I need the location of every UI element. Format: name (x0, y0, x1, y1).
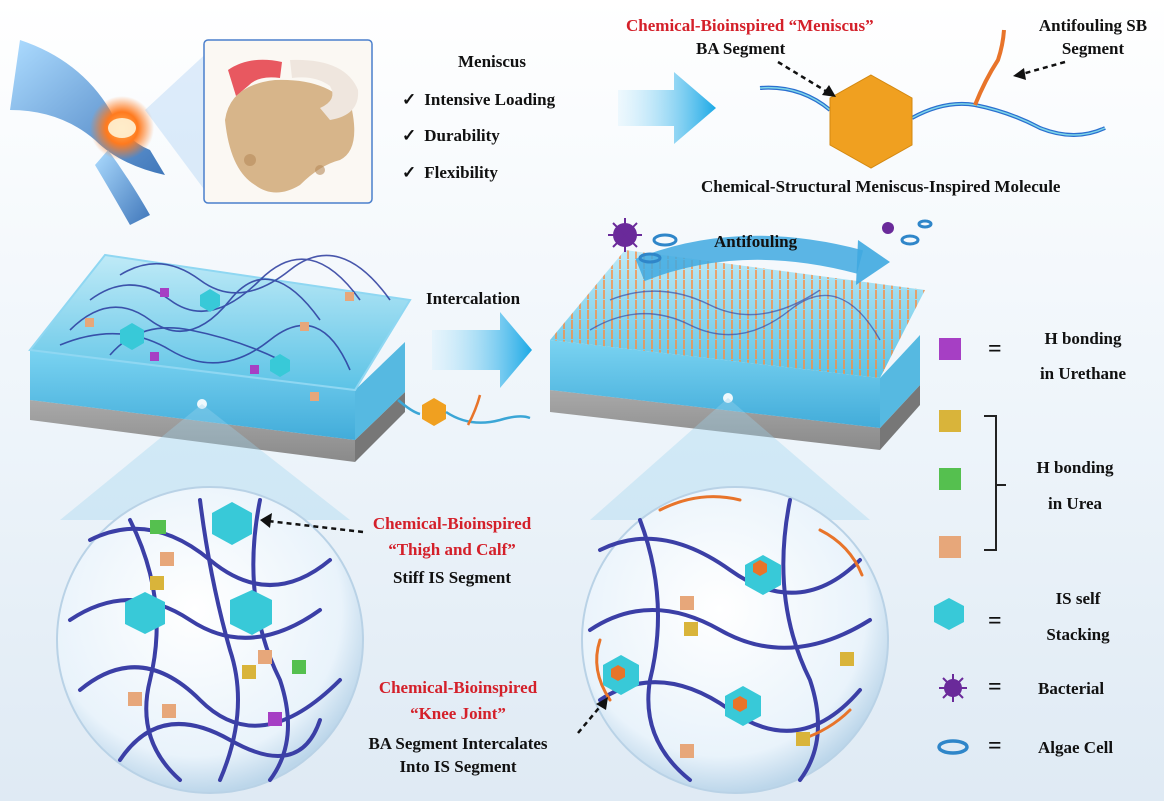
knee-illustration (10, 40, 212, 225)
legend-urethane-line2: in Urethane (1039, 364, 1127, 383)
sb-segment-label-line1: Antifouling SB (1038, 16, 1148, 35)
property-flexibility: Flexibility (402, 163, 498, 183)
legend-equals-bacterial: = (988, 674, 1002, 700)
zoom-sphere-left (56, 486, 364, 794)
legend-is-line2: Stacking (1046, 625, 1110, 644)
algae-cluster (638, 219, 933, 264)
molecule-small (397, 394, 531, 426)
meniscus-title: Meniscus (458, 52, 526, 71)
bacteria-cluster (608, 218, 894, 252)
hydrogel-slab-right (550, 250, 925, 450)
antifouling-label: Antifouling (714, 232, 798, 251)
antifouling-arrow (635, 235, 864, 282)
arrow-to-molecule (618, 72, 716, 144)
intercalation-label: Intercalation (426, 289, 521, 308)
ba-segment-label: BA Segment (696, 39, 786, 58)
stiff-is-segment-label: Stiff IS Segment (392, 568, 512, 587)
legend-icons (934, 338, 1006, 755)
thigh-calf-label-line2: “Thigh and Calf” (388, 540, 516, 559)
legend-is-line1: IS self (1055, 589, 1101, 608)
meniscus-inspired-molecule (759, 29, 1106, 169)
meniscus-bioinspired-label: Chemical-Bioinspired “Meniscus” (626, 16, 874, 35)
legend-bacterial: Bacterial (1038, 679, 1105, 698)
legend-equals-is: = (988, 608, 1002, 634)
arrow-intercalation (432, 312, 532, 388)
legend-equals-urethane: = (988, 336, 1002, 362)
legend-urethane-line1: H bonding (1044, 329, 1122, 348)
knee-joint-label-line1: Chemical-Bioinspired (378, 678, 538, 697)
property-durability: Durability (402, 126, 500, 146)
meniscus-photo (203, 39, 373, 204)
thigh-calf-label-line1: Chemical-Bioinspired (372, 514, 532, 533)
zoom-sphere-right (577, 486, 889, 794)
ba-intercalates-label-line1: BA Segment Intercalates (368, 734, 548, 753)
property-intensive-loading: Intensive Loading (402, 90, 555, 110)
ba-intercalates-label-line2: Into IS Segment (399, 757, 517, 776)
legend-equals-algae: = (988, 733, 1002, 759)
legend-urea-line1: H bonding (1036, 458, 1114, 477)
legend-urea-line2: in Urea (1048, 494, 1102, 513)
knee-joint-label-line2: “Knee Joint” (410, 704, 506, 723)
hydrogel-slab-left (28, 253, 412, 462)
sb-segment-label-line2: Segment (1061, 39, 1125, 58)
molecule-caption: Chemical-Structural Meniscus-Inspired Mo… (701, 177, 1061, 196)
legend-algae: Algae Cell (1038, 738, 1114, 757)
